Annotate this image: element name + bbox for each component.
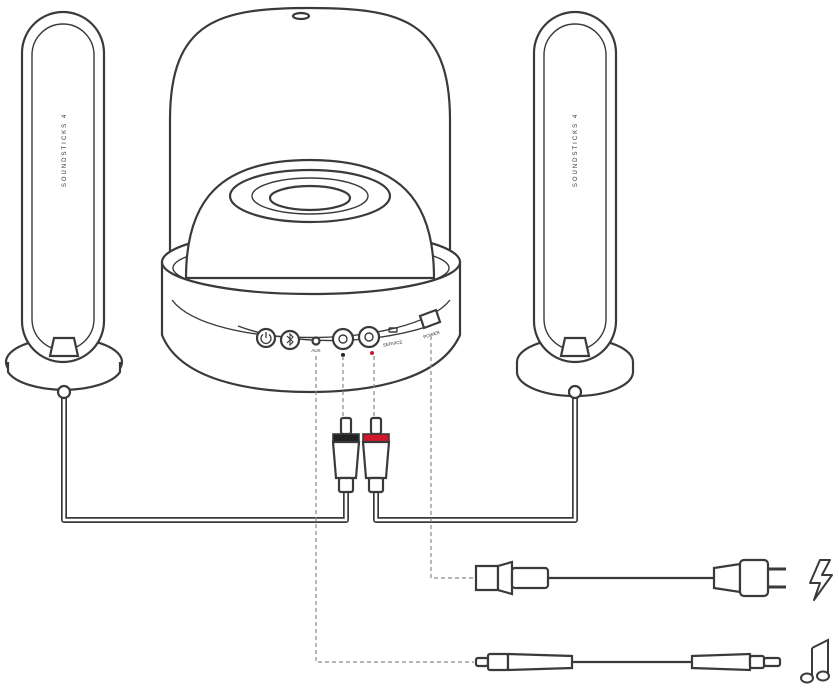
bluetooth-icon [286, 332, 294, 347]
left-speaker-cable [61, 392, 349, 523]
right-speaker-brand-label: SOUNDSTICKS 4 [573, 113, 579, 187]
music-note-icon [800, 638, 830, 684]
rca-plug-right [361, 416, 391, 494]
right-speaker: SOUNDSTICKS 4 [515, 10, 635, 400]
service-port [388, 327, 398, 333]
power-button[interactable] [255, 327, 277, 349]
rca-right-port[interactable] [357, 325, 381, 349]
aux-cable [474, 652, 782, 672]
lightning-icon [809, 559, 833, 601]
aux-port-label: AUX [311, 348, 320, 353]
rca-right-marker [370, 351, 374, 355]
power-cord [474, 558, 786, 598]
power-port-label: POWER [423, 329, 441, 339]
rca-left-marker [341, 353, 345, 357]
power-guide [430, 336, 474, 579]
rca-left-port[interactable] [331, 327, 355, 351]
power-port[interactable] [418, 308, 442, 330]
right-speaker-cable [373, 392, 578, 523]
aux-guide [315, 356, 474, 663]
left-speaker: SOUNDSTICKS 4 [4, 10, 124, 400]
power-icon [260, 332, 272, 345]
aux-port[interactable] [311, 336, 321, 346]
left-speaker-brand-label: SOUNDSTICKS 4 [62, 113, 68, 187]
rca-plug-left [331, 416, 361, 494]
subwoofer [160, 6, 462, 394]
bluetooth-button[interactable] [279, 329, 301, 351]
service-port-label: SERVICE [383, 339, 403, 347]
